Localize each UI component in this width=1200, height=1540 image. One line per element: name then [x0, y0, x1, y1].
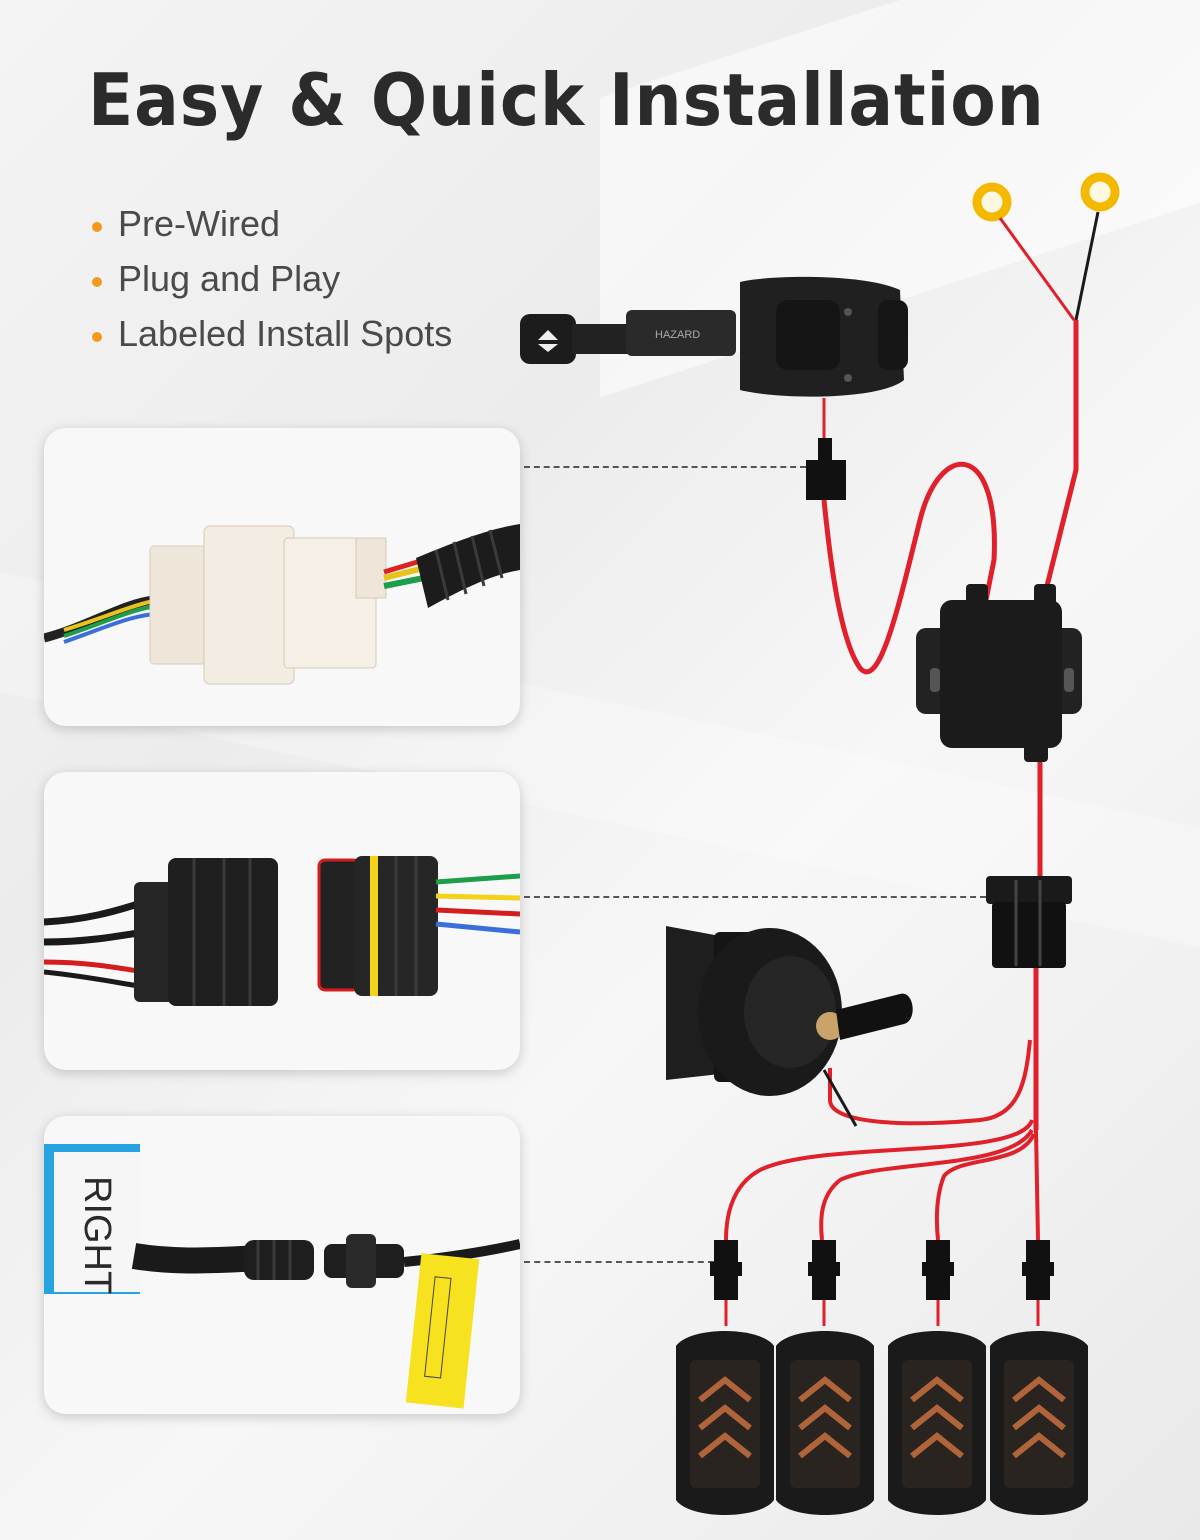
ring-terminal-icon [972, 182, 1012, 222]
bullet-dot [92, 331, 102, 342]
leader-line [524, 896, 986, 898]
leader-line [524, 466, 806, 468]
ring-terminal-icon [1080, 172, 1120, 212]
bullet-dot [92, 221, 102, 232]
power-wire [998, 217, 1076, 321]
waterproof-connector-illustration [44, 856, 520, 1006]
detail-card-labeled-connector [44, 1116, 520, 1414]
horn-icon [666, 926, 913, 1096]
led-pod-light-icon [676, 1331, 774, 1515]
feature-label: Pre-Wired [118, 202, 281, 244]
feature-label: Plug and Play [118, 257, 341, 299]
bullet-dot [92, 276, 102, 287]
feature-list: Pre-Wired Plug and Play Labeled Install … [92, 196, 452, 361]
power-wire [1041, 320, 1079, 599]
feature-item: Pre-Wired [92, 196, 452, 251]
feature-label: Labeled Install Spots [118, 312, 453, 354]
detail-card-molex-connector [44, 428, 520, 726]
ground-wire [1074, 211, 1100, 321]
inline-plug-icon [710, 1240, 1054, 1300]
leader-line [524, 1261, 714, 1263]
feature-item: Labeled Install Spots [92, 306, 452, 361]
signal-wire [821, 461, 997, 675]
inline-connector-icon [986, 876, 1072, 968]
detail-card-waterproof-connector [44, 772, 520, 1070]
switch-label: HAZARD [655, 329, 700, 341]
labeled-connector-illustration [44, 1144, 520, 1409]
turn-signal-switch-icon [520, 276, 908, 397]
molex-connector-illustration [44, 524, 520, 685]
led-pod-light-icon [990, 1331, 1088, 1515]
flasher-module-icon [916, 584, 1082, 762]
switch-plug-icon [818, 438, 832, 460]
feature-item: Plug and Play [92, 251, 452, 306]
led-pod-light-icon [888, 1331, 986, 1515]
led-pod-light-icon [776, 1331, 874, 1515]
page-title: Easy & Quick Installation [88, 58, 1045, 142]
